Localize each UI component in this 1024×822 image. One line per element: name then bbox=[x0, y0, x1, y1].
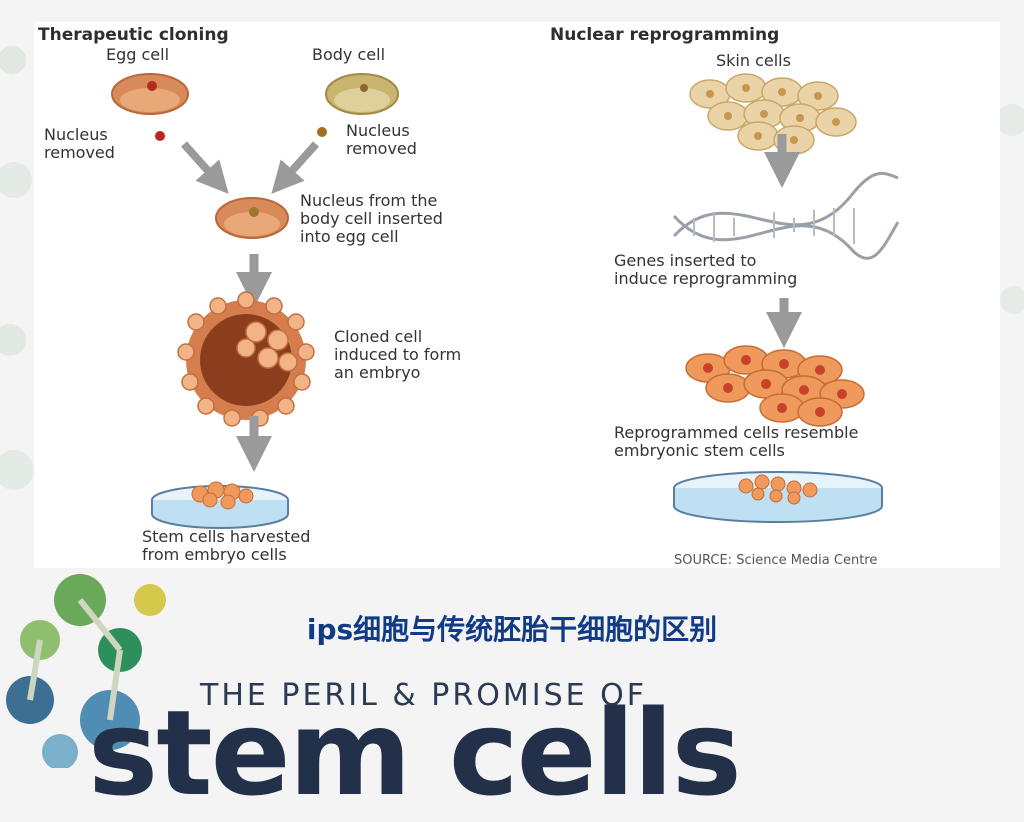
skin-cell-nuclei bbox=[706, 84, 840, 144]
petri-dish-right bbox=[673, 471, 883, 523]
dna-helix-illustration bbox=[672, 171, 900, 260]
egg-cell-illustration bbox=[111, 73, 189, 115]
nucleus-inserted-label: Nucleus from the body cell inserted into… bbox=[300, 191, 443, 246]
therapeutic-cloning-heading: Therapeutic cloning bbox=[38, 25, 229, 45]
reprogrammed-cells-label: Reprogrammed cells resemble embryonic st… bbox=[614, 423, 859, 460]
skin-cells-illustration bbox=[689, 73, 857, 155]
arrow-body-to-combined bbox=[271, 141, 319, 194]
nucleus-removed-left-label: Nucleus removed bbox=[44, 125, 115, 162]
reconstructed-egg-illustration bbox=[215, 197, 289, 239]
body-cell-label: Body cell bbox=[312, 45, 386, 64]
nuclear-reprogramming-heading: Nuclear reprogramming bbox=[550, 25, 780, 45]
banner-tagline: THE PERIL & PROMISE OF bbox=[200, 678, 647, 713]
skin-cells-label: Skin cells bbox=[716, 51, 791, 70]
removed-nucleus-brown bbox=[317, 127, 327, 137]
nucleus-removed-right-label: Nucleus removed bbox=[346, 121, 417, 158]
reprogrammed-cells-illustration bbox=[685, 345, 865, 427]
body-cell-illustration bbox=[325, 73, 399, 115]
arrow-egg-to-combined bbox=[181, 141, 229, 194]
figure-illustrations bbox=[111, 73, 900, 529]
slide-caption: ips细胞与传统胚胎干细胞的区别 bbox=[306, 613, 718, 646]
source-credit: SOURCE: Science Media Centre bbox=[674, 553, 878, 568]
embryo-illustration bbox=[177, 291, 315, 427]
reprogrammed-cell-nuclei bbox=[703, 355, 847, 417]
cloned-cell-label: Cloned cell induced to form an embryo bbox=[334, 327, 462, 382]
egg-cell-label: Egg cell bbox=[106, 45, 170, 64]
molecule-decoration bbox=[0, 46, 1024, 768]
genes-inserted-label: Genes inserted to induce reprogramming bbox=[614, 251, 798, 288]
removed-nucleus-red bbox=[155, 131, 165, 141]
slide-background bbox=[0, 46, 1024, 768]
stem-cells-harvested-label: Stem cells harvested from embryo cells bbox=[142, 527, 311, 564]
comparison-figure: Therapeutic cloning Nuclear reprogrammin… bbox=[34, 22, 1000, 568]
banner-title: stem cells bbox=[88, 684, 742, 822]
petri-dish-left bbox=[151, 481, 289, 529]
